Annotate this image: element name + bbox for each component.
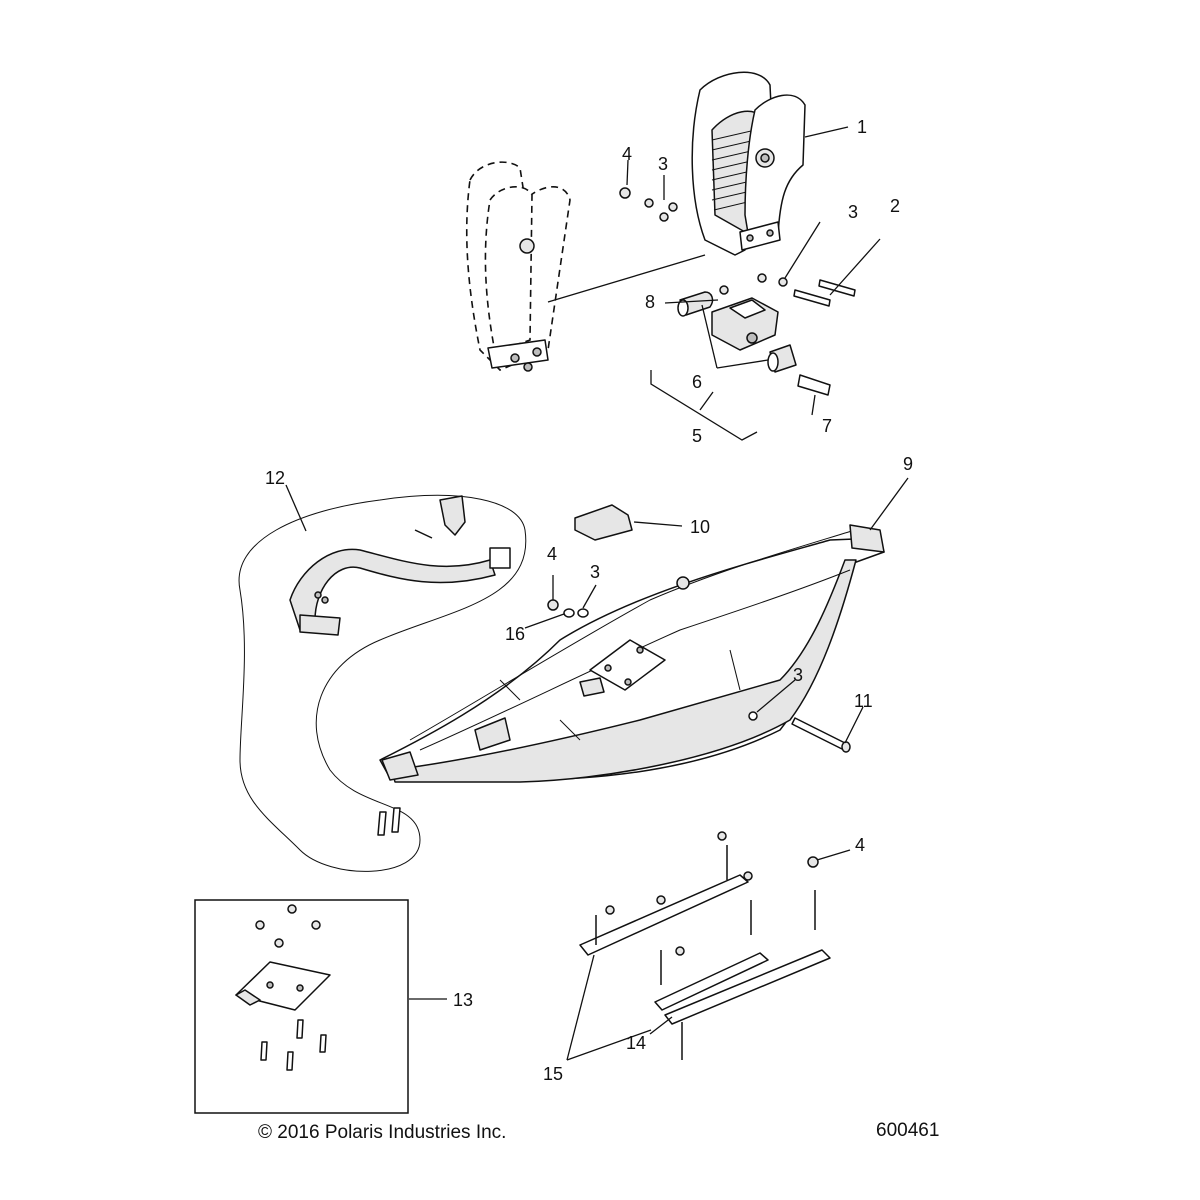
spindle-block-assembly <box>677 285 831 396</box>
hardware-kit-contents <box>235 904 331 1071</box>
callout-5: 5 <box>692 426 702 446</box>
callout-4-middle: 4 <box>547 544 557 564</box>
spindle-bracket <box>691 71 806 256</box>
callout-12: 12 <box>265 468 285 488</box>
callout-11: 11 <box>854 691 873 711</box>
nut-washer-group-upper <box>619 187 767 283</box>
callout-9: 9 <box>903 454 913 474</box>
ski-bolt-part-11 <box>748 711 851 753</box>
handle-part-12 <box>289 495 511 836</box>
ski-part-9 <box>379 524 885 783</box>
callout-3-upper: 3 <box>658 154 668 174</box>
handle-kit-enclosure <box>238 494 527 872</box>
callout-2: 2 <box>890 196 900 216</box>
callout-3-upper-right: 3 <box>848 202 858 222</box>
copyright-notice: © 2016 Polaris Industries Inc. <box>258 1122 507 1143</box>
callout-1: 1 <box>857 117 867 137</box>
hardware-kit-box <box>194 899 409 1114</box>
spindle-bracket-alternate-outline <box>465 161 571 372</box>
callout-13: 13 <box>453 990 473 1010</box>
alternate-outline-leader <box>547 254 706 303</box>
bolts-part-2 <box>778 277 856 307</box>
callout-14: 14 <box>626 1033 646 1053</box>
callout-8: 8 <box>645 292 655 312</box>
callout-4-upper: 4 <box>622 144 632 164</box>
callout-3-middle: 3 <box>590 562 600 582</box>
callout-3-lower: 3 <box>793 665 803 685</box>
wear-bars-part-15 <box>579 831 831 1060</box>
callout-leaders <box>285 126 909 1061</box>
callout-numbers: 1 2 3 3 4 8 6 5 7 9 10 12 4 3 16 3 11 4 … <box>265 117 913 1084</box>
callout-16: 16 <box>505 624 525 644</box>
callout-15: 15 <box>543 1064 563 1084</box>
callout-10: 10 <box>690 517 710 537</box>
callout-4-lower: 4 <box>855 835 865 855</box>
wear-block-part-10 <box>574 504 633 541</box>
nut-washer-group-ski <box>547 599 589 618</box>
callout-6: 6 <box>692 372 702 392</box>
callout-7: 7 <box>822 416 832 436</box>
diagram-number: 600461 <box>876 1120 940 1141</box>
